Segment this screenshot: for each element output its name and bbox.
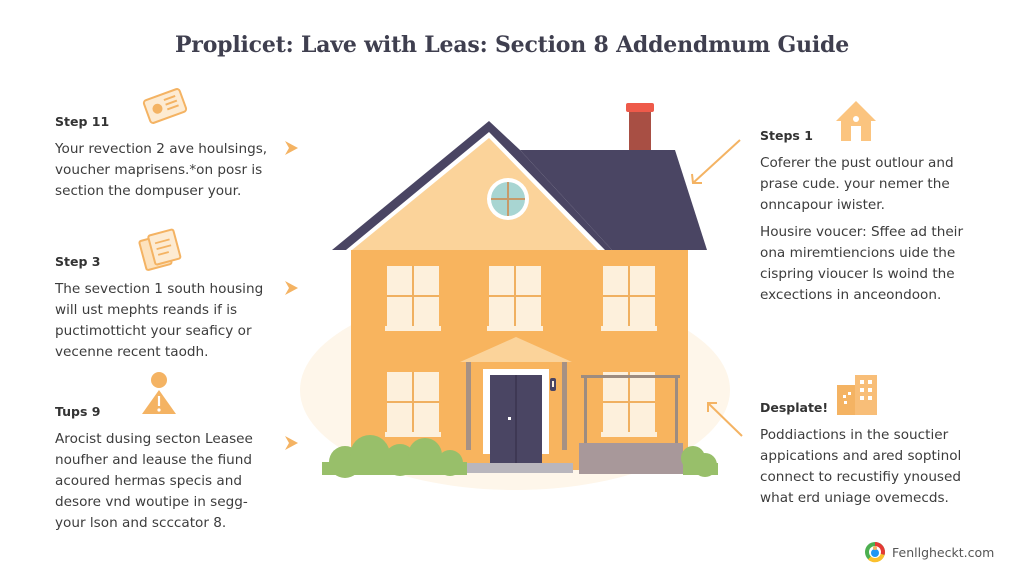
footer-brand[interactable]: Fenllgheckt.com (864, 541, 994, 563)
arrow-pointer-icon (691, 139, 741, 184)
porch-roof (460, 337, 572, 362)
step-description: Poddiactions in the souctier appications… (760, 427, 962, 506)
step-block-left-2: Step 3 The sevection 1 south housing wil… (55, 254, 290, 363)
window (385, 372, 441, 437)
chevron-right-icon (285, 281, 298, 295)
house-icon (836, 101, 876, 141)
step-description: Arocist dusing secton Leasee noufher and… (55, 431, 253, 531)
porch-step (459, 463, 573, 473)
window (601, 372, 657, 437)
step-block-right-1: Steps 1 Coferer the pust outlour and pra… (760, 128, 990, 216)
roof-right (520, 150, 707, 250)
chevron-right-icon (285, 436, 298, 450)
step-block-left-1: Step 11 Your revection 2 ave houlsings, … (55, 114, 280, 202)
step-block-right-3: Desplate! Poddiactions in the souctier a… (760, 400, 990, 509)
step-label: Tups 9 (55, 404, 101, 419)
bush (322, 435, 467, 478)
step-description: Your revection 2 ave houlsings, voucher … (55, 141, 268, 199)
documents-icon (138, 228, 182, 271)
step-description: Housire voucer: Sffee ad their ona mirem… (760, 224, 964, 303)
chimney-cap (626, 103, 654, 112)
window (487, 266, 543, 331)
step-label: Step 11 (55, 114, 110, 129)
buildings-icon (837, 375, 877, 415)
step-label: Step 3 (55, 254, 101, 269)
person-alert-icon (142, 372, 176, 414)
step-description: Coferer the pust outlour and prase cude.… (760, 155, 954, 213)
step-description: The sevection 1 south housing will ust m… (55, 281, 264, 360)
step-label: Steps 1 (760, 128, 813, 143)
window (601, 266, 657, 331)
chimney (629, 110, 651, 160)
step-block-right-2: Housire voucer: Sffee ad their ona mirem… (760, 222, 1000, 306)
step-block-left-3: Tups 9 Arocist dusing secton Leasee nouf… (55, 404, 290, 534)
page-title: Proplicet: Lave with Leas: Section 8 Add… (174, 32, 850, 58)
brand-logo-icon (865, 542, 885, 563)
gable-wall (352, 138, 598, 250)
id-card-icon (142, 88, 188, 124)
brand-name[interactable]: Fenllgheckt.com (892, 544, 995, 560)
arrow-pointer-icon (707, 402, 743, 437)
window (385, 266, 441, 331)
chevron-right-icon (285, 141, 298, 155)
balcony-base (579, 443, 683, 474)
step-label: Desplate! (760, 400, 829, 415)
bush (681, 446, 718, 477)
